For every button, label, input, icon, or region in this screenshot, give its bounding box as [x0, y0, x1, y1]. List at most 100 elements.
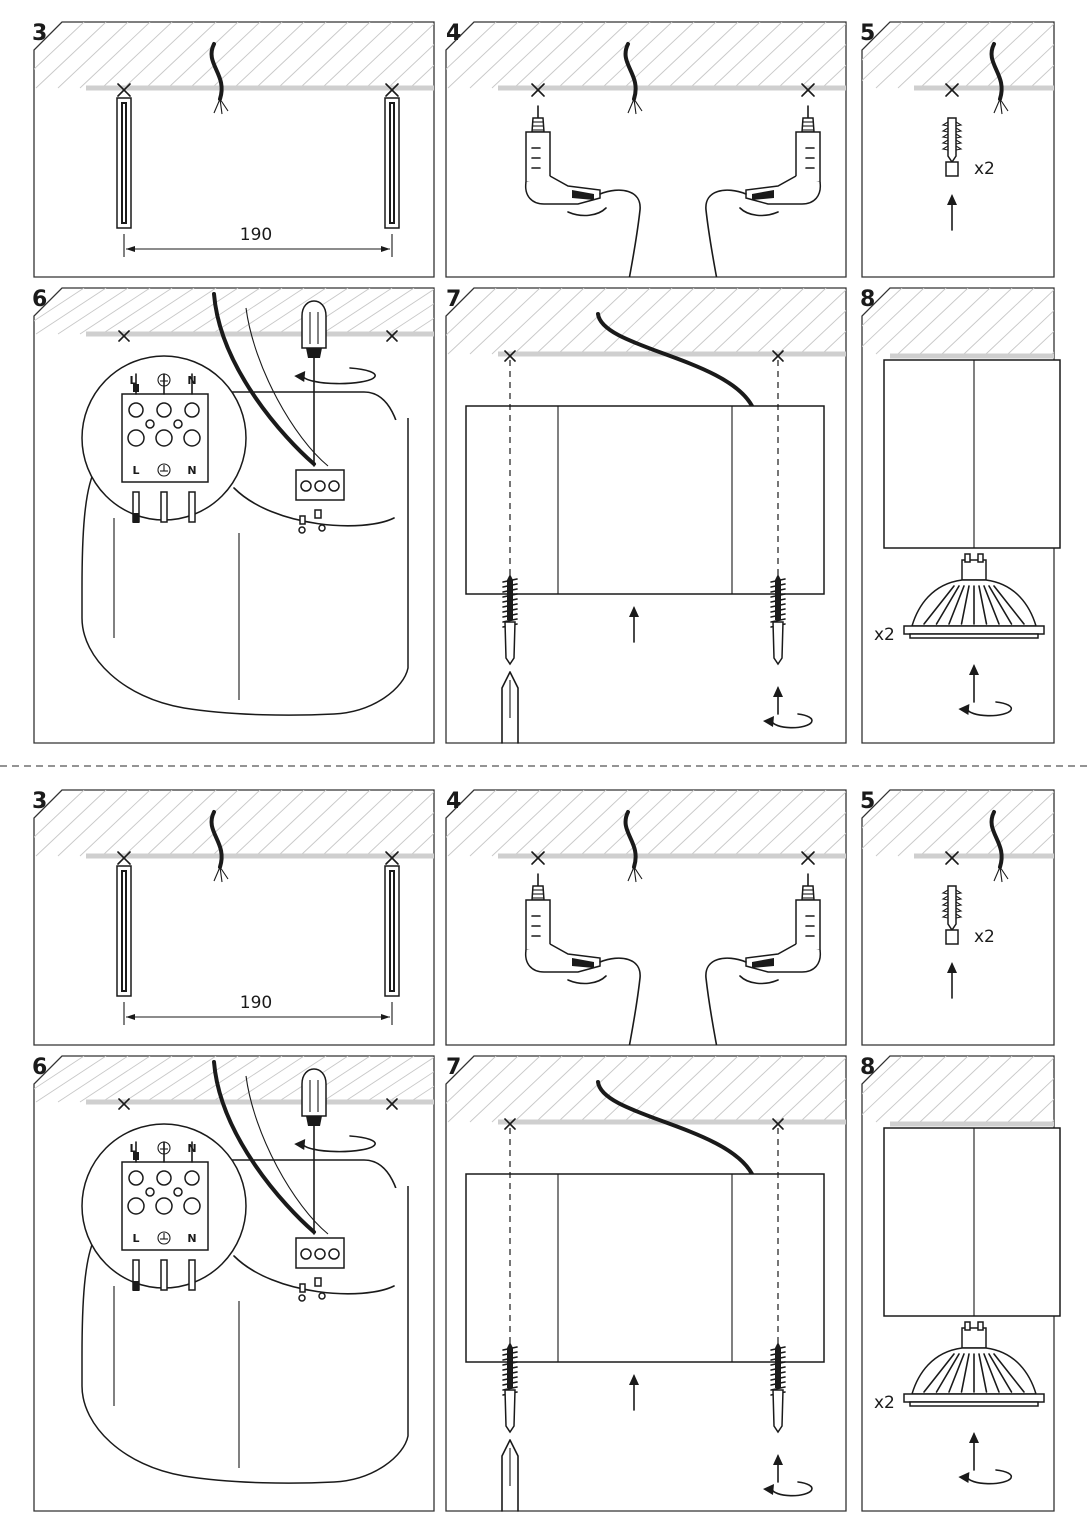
power-drill-icon [705, 105, 822, 277]
mains-cable [623, 42, 643, 115]
drill-mark-icon [504, 1118, 516, 1130]
mains-cable [989, 810, 1009, 883]
neutral-terminal-label: N [187, 374, 196, 387]
plug-quantity-label: x2 [974, 159, 995, 179]
live-terminal-label: L [132, 1232, 139, 1245]
drill-mark-icon [385, 83, 399, 97]
step-5-panel: x2 [861, 21, 1055, 278]
mounting-distance-label: 190 [240, 993, 272, 1013]
rotate-arrow-icon [763, 1481, 813, 1497]
rotate-arrow-icon [294, 367, 376, 385]
drill-mark-icon [504, 350, 516, 362]
step-8-panel: x2 [861, 287, 1061, 744]
mounting-distance-label: 190 [240, 225, 272, 245]
power-drill-icon [524, 873, 641, 1045]
live-terminal-label: L [132, 464, 139, 477]
wall-hatching [34, 288, 434, 335]
step-number: 8 [860, 1055, 875, 1080]
wall-hatching [862, 1056, 1054, 1123]
mains-cable [596, 312, 754, 408]
drill-mark-icon [386, 330, 398, 342]
screw-icon [770, 574, 786, 628]
rotate-arrow-icon [763, 713, 813, 729]
rotate-arrow-icon [294, 1135, 376, 1153]
step-number: 4 [446, 21, 461, 46]
drill-mark-icon [385, 851, 399, 865]
screw-icon [770, 1342, 786, 1396]
wall-hatching [862, 288, 1054, 355]
step-number: 6 [32, 287, 47, 312]
terminal-detail-magnifier [81, 355, 247, 523]
step-number: 4 [446, 789, 461, 814]
live-terminal-label: L [129, 374, 136, 387]
drill-mark-icon [801, 83, 815, 97]
earth-ground-icon [157, 373, 171, 477]
drill-mark-icon [772, 1118, 784, 1130]
step-7-panel [445, 287, 847, 744]
plug-quantity-label: x2 [974, 927, 995, 947]
step-number: 5 [860, 789, 875, 814]
wall-plug-icon [504, 1389, 784, 1434]
step-7-panel [445, 1055, 847, 1512]
wall-hatching [34, 22, 434, 89]
rotate-arrow-icon [958, 1469, 1013, 1485]
lamp-housing [465, 1173, 825, 1363]
drill-mark-icon [117, 851, 131, 865]
power-drill-icon [705, 873, 822, 1045]
wall-hatching [34, 790, 434, 857]
arrow-up-icon [773, 1454, 783, 1483]
step-number: 3 [32, 789, 47, 814]
wall-hatching [446, 288, 846, 355]
screw-icon [502, 574, 518, 628]
terminal-detail-magnifier [81, 1123, 247, 1291]
step-4-panel [445, 21, 847, 278]
wall-plug-icon [384, 865, 400, 997]
wall-plug-icon [384, 97, 400, 229]
lamp-housing [883, 1127, 1061, 1317]
dimension-line [123, 234, 393, 257]
mains-cable [212, 292, 329, 467]
wall-hatching [446, 790, 846, 857]
drill-mark-icon [772, 350, 784, 362]
step-8-panel: x2 [861, 1055, 1061, 1512]
terminal-block [295, 469, 345, 534]
neutral-terminal-label: N [187, 464, 196, 477]
drill-mark-icon [945, 83, 959, 97]
wall-hatching [446, 1056, 846, 1123]
wall-hatching [446, 22, 846, 89]
terminal-block [295, 1237, 345, 1302]
gu10-bulb-icon [903, 553, 1045, 639]
drill-mark-icon [945, 851, 959, 865]
drill-mark-icon [386, 1098, 398, 1110]
mains-cable [209, 810, 229, 883]
mains-cable [212, 1060, 329, 1235]
step-number: 7 [446, 1055, 461, 1080]
neutral-terminal-label: N [187, 1232, 196, 1245]
wall-plug-icon [941, 117, 963, 177]
step-4-panel [445, 789, 847, 1046]
wall-plug-icon [504, 621, 784, 666]
lamp-housing [465, 405, 825, 595]
step-number: 3 [32, 21, 47, 46]
step-number: 6 [32, 1055, 47, 1080]
wall-plug-icon [116, 865, 132, 997]
step-3-panel: 190 [33, 789, 435, 1046]
power-drill-icon [524, 105, 641, 277]
earth-ground-icon [157, 1141, 171, 1245]
screwdriver-icon [501, 1439, 519, 1512]
screwdriver-icon [301, 1068, 327, 1235]
dimension-line [123, 1002, 393, 1025]
wall-plug-icon [116, 97, 132, 229]
bulb-quantity-label: x2 [874, 1393, 895, 1413]
screwdriver-icon [501, 671, 519, 744]
mains-cable [596, 1080, 754, 1176]
step-5-panel: x2 [861, 789, 1055, 1046]
step-number: 8 [860, 287, 875, 312]
arrow-up-icon [629, 606, 639, 643]
neutral-terminal-label: N [187, 1142, 196, 1155]
mains-cable [989, 42, 1009, 115]
arrow-up-icon [629, 1374, 639, 1411]
